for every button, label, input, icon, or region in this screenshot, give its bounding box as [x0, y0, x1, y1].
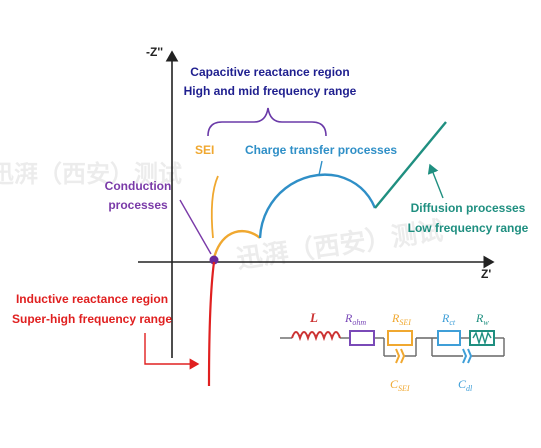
- c-dl-cpe: [462, 348, 473, 364]
- conduction-label: Conduction: [105, 179, 172, 193]
- diffusion-line: [374, 121, 447, 209]
- region-brace: [207, 107, 327, 137]
- inductive-frequency-label: Super-high frequency range: [12, 312, 172, 326]
- y-axis-label: -Z'': [146, 45, 163, 59]
- diffusion-pointer: [427, 163, 444, 199]
- charge-transfer-arc: [258, 173, 377, 239]
- r-w-label: Rw: [475, 311, 489, 327]
- inductive-tail: [207, 261, 216, 387]
- inductor-symbol: [291, 331, 341, 342]
- warburg-zigzag: [472, 330, 492, 346]
- c-sei-cpe: [395, 348, 406, 364]
- conduction-pointer: [179, 199, 212, 255]
- charge-transfer-pointer: [318, 160, 323, 176]
- x-axis-label: Z': [481, 267, 491, 281]
- r-ohm-resistor: [349, 330, 375, 346]
- r-ct-resistor: [437, 330, 461, 346]
- sei-arc: [212, 229, 261, 259]
- r-ohm-label: Rohm: [344, 311, 366, 327]
- equivalent-circuit: L Rohm RSEI CSEI Rct Rw: [280, 310, 505, 393]
- charge-transfer-label: Charge transfer processes: [245, 143, 397, 157]
- capacitive-region-title: Capacitive reactance region: [190, 65, 349, 79]
- sei-label: SEI: [195, 143, 214, 157]
- capacitive-frequency-label: High and mid frequency range: [184, 84, 357, 98]
- diffusion-frequency-label: Low frequency range: [408, 221, 529, 235]
- inductive-pointer: [144, 333, 200, 370]
- sei-pointer: [210, 175, 219, 239]
- r-sei-resistor: [387, 330, 413, 346]
- r-ct-label: Rct: [441, 311, 456, 327]
- watermark-text: 迅湃（西安）测试: [0, 160, 182, 188]
- conduction-label-line2: processes: [108, 198, 168, 212]
- intercept-point: [209, 255, 219, 265]
- inductor-label: L: [309, 310, 318, 325]
- diffusion-label: Diffusion processes: [411, 201, 526, 215]
- c-sei-label: CSEI: [390, 377, 410, 393]
- inductive-region-label: Inductive reactance region: [16, 292, 168, 306]
- c-dl-label: Cdl: [458, 377, 473, 393]
- r-sei-label: RSEI: [391, 311, 411, 327]
